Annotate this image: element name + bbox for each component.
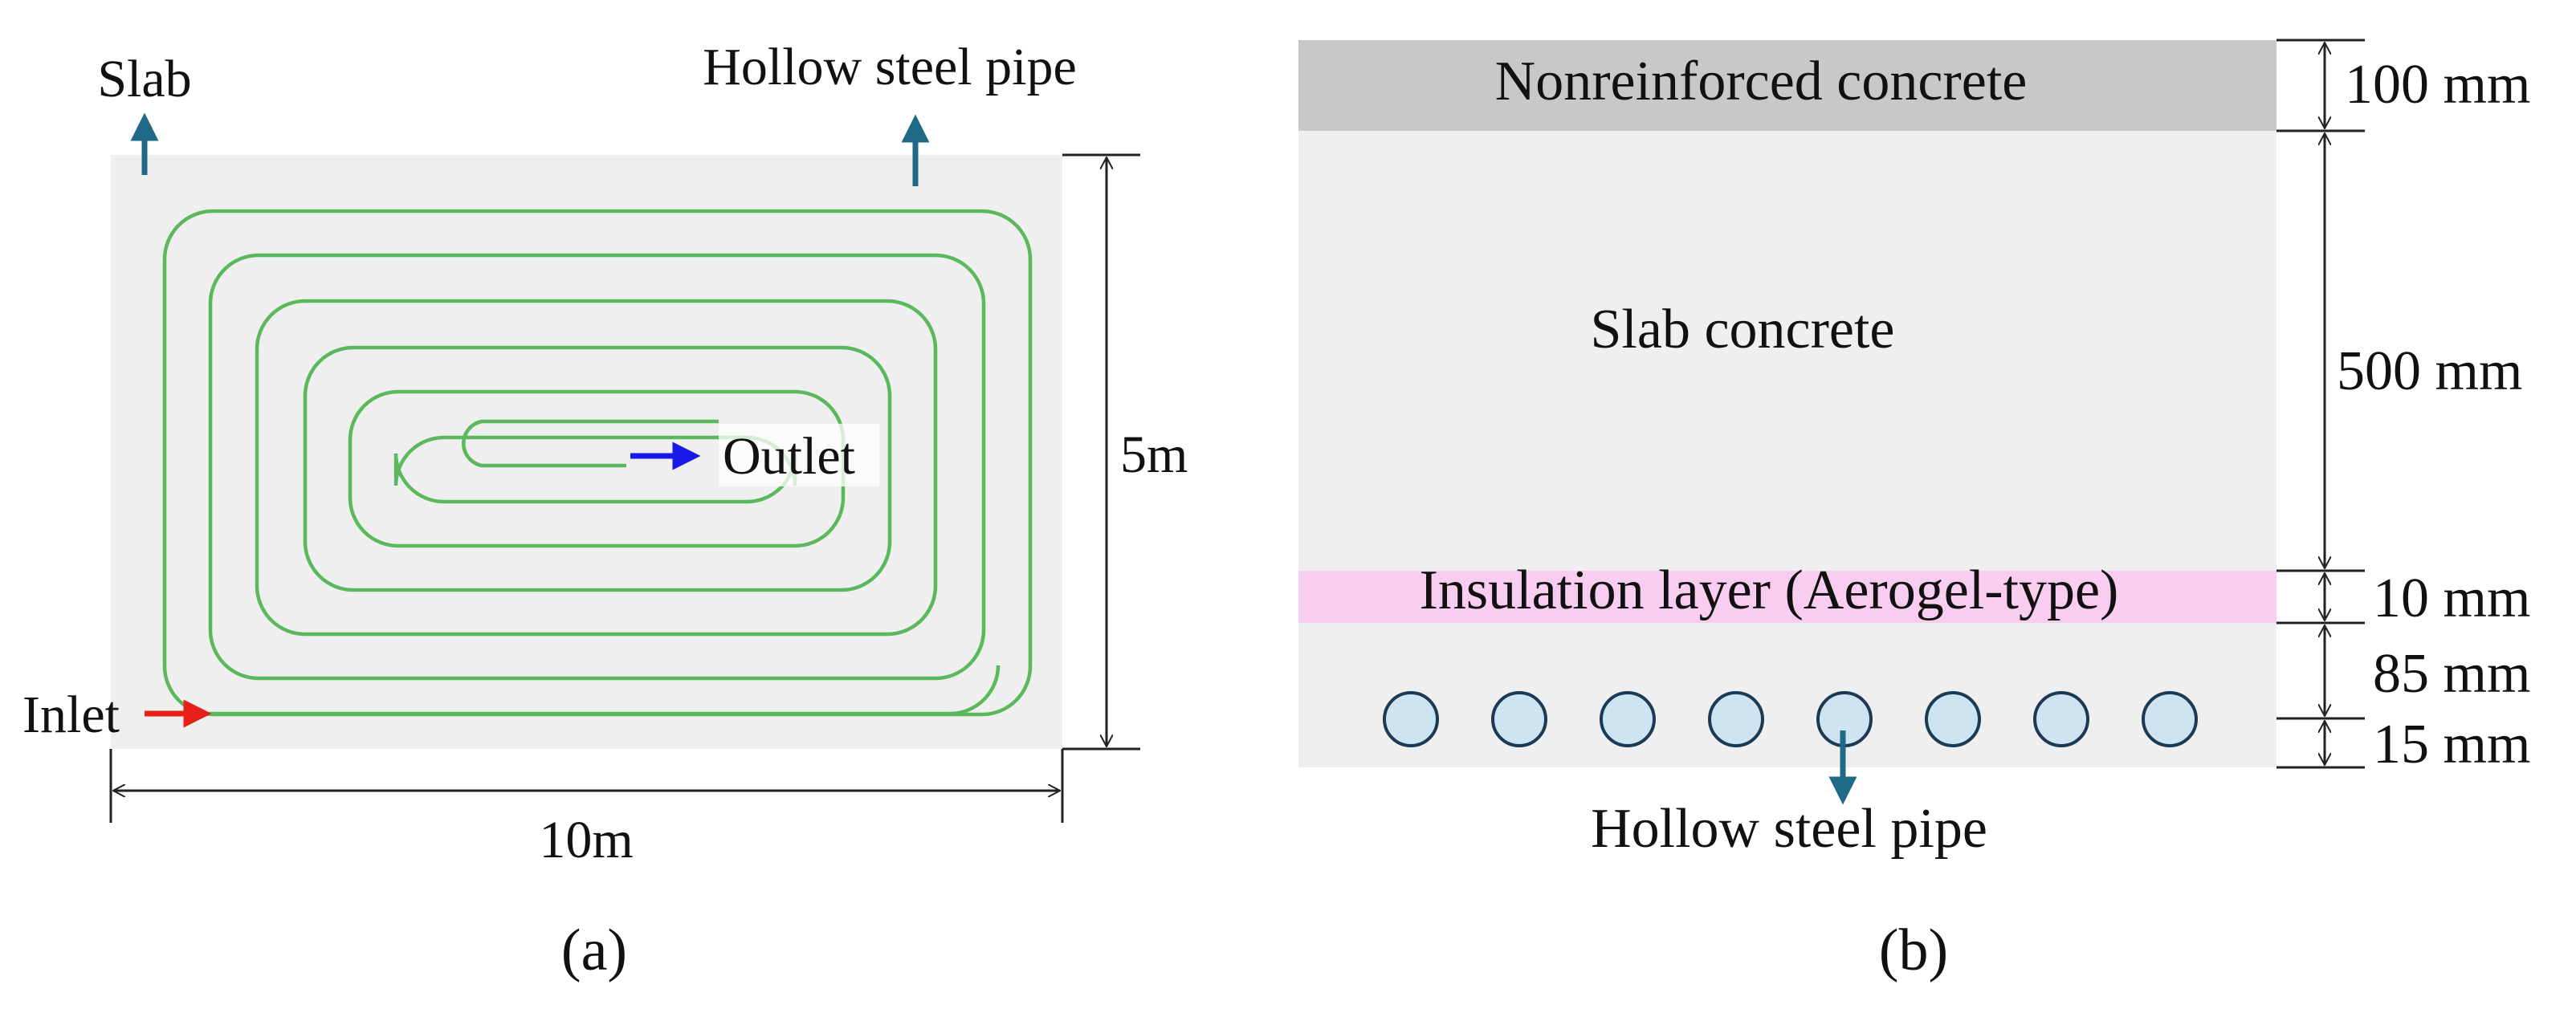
hollow-steel-pipe-label-a: Hollow steel pipe bbox=[703, 38, 1077, 96]
slab-concrete-layer bbox=[1298, 131, 2276, 571]
insulation-layer-label: Insulation layer (Aerogel-type) bbox=[1420, 559, 2119, 621]
outlet-label-background bbox=[719, 424, 879, 486]
pipe-cross-section bbox=[1708, 691, 1764, 747]
pipe-loop bbox=[208, 253, 986, 681]
inlet-label: Inlet bbox=[22, 686, 120, 744]
dim-label-15mm: 15 mm bbox=[2373, 714, 2530, 775]
pipe-inner-hairpin bbox=[462, 419, 719, 468]
panel-b: Nonreinforced concrete Slab concrete Ins… bbox=[1298, 39, 2530, 983]
width-dimension-label: 10m bbox=[539, 811, 633, 869]
pipe-zone-layer bbox=[1298, 623, 2276, 767]
dim-label-100mm: 100 mm bbox=[2345, 54, 2530, 116]
dim-label-85mm: 85 mm bbox=[2373, 643, 2530, 705]
pipe-loop bbox=[255, 299, 938, 637]
pipe-inlet-run bbox=[205, 665, 1001, 716]
pipe-cross-sections bbox=[1383, 691, 2198, 747]
panel-a: Slab Hollow steel pipe Inlet Outlet 5m 1… bbox=[22, 38, 1188, 983]
pipe-loop bbox=[348, 389, 846, 548]
dim-label-10mm: 10 mm bbox=[2373, 568, 2530, 629]
dim-label-500mm: 500 mm bbox=[2337, 340, 2522, 402]
hollow-steel-pipe-label-b: Hollow steel pipe bbox=[1591, 798, 1987, 860]
slab-label: Slab bbox=[97, 50, 191, 108]
nonreinforced-concrete-layer bbox=[1298, 40, 2276, 131]
pipe-cross-section bbox=[1383, 691, 1439, 747]
height-dimension-label: 5m bbox=[1120, 425, 1188, 484]
pipe-cross-section bbox=[1925, 691, 1981, 747]
nonreinforced-concrete-label: Nonreinforced concrete bbox=[1495, 51, 2028, 112]
pipe-loop bbox=[303, 345, 892, 592]
slab-concrete-label: Slab concrete bbox=[1591, 299, 1895, 360]
pipe-loop bbox=[162, 209, 1033, 717]
outlet-label: Outlet bbox=[723, 427, 855, 486]
insulation-layer bbox=[1298, 571, 2276, 623]
caption-a: (a) bbox=[561, 917, 627, 983]
caption-b: (b) bbox=[1879, 917, 1948, 983]
pipe-cross-section bbox=[1491, 691, 1547, 747]
slab-plan-area bbox=[111, 155, 1062, 749]
pipe-cross-section bbox=[2142, 691, 2198, 747]
pipe-cross-section bbox=[2033, 691, 2089, 747]
pipe-cross-section bbox=[1600, 691, 1656, 747]
